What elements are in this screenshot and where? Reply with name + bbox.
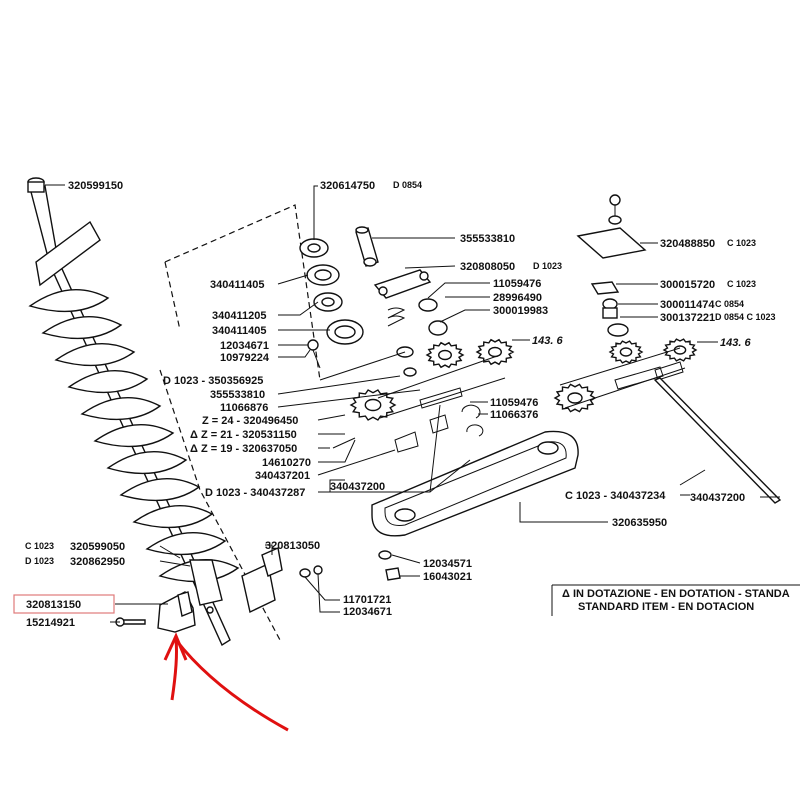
label-auger-top: 320599150: [68, 180, 123, 192]
label-350356925: D 1023 - 350356925: [163, 375, 263, 387]
lower-parts: [115, 547, 401, 633]
label-320599050: 320599050: [70, 541, 125, 553]
label-c1023-a: C 1023: [25, 541, 54, 551]
right-assembly: [553, 194, 782, 504]
legend-line-1: Δ IN DOTAZIONE - EN DOTATION - STANDA: [562, 588, 790, 600]
label-300015720: 300015720: [660, 279, 715, 291]
label-11059476-b: 11059476: [490, 397, 538, 409]
label-340411405-b: 340411405: [212, 325, 266, 337]
label-355533810-b: 355533810: [210, 389, 265, 401]
highlight-box: [13, 594, 115, 614]
label-11701721: 11701721: [343, 594, 391, 606]
label-355533810: 355533810: [460, 233, 515, 245]
grouping-lines: [159, 204, 321, 641]
label-320488850: 320488850: [660, 238, 715, 250]
label-340437200-right: 340437200: [690, 492, 745, 504]
label-11059476: 11059476: [493, 278, 541, 290]
label-340437287: D 1023 - 340437287: [205, 487, 305, 499]
label-320614750-code: D 0854: [393, 180, 422, 190]
label-300019983: 300019983: [493, 305, 548, 317]
label-320488850-code: C 1023: [727, 238, 756, 248]
label-300011474-code: C 0854: [715, 299, 744, 309]
label-340437200: 340437200: [330, 481, 385, 493]
label-15214921: 15214921: [26, 617, 75, 629]
label-320808050-code: D 1023: [533, 261, 562, 271]
legend-line-2: STANDARD ITEM - EN DOTACION: [578, 601, 754, 613]
label-300137221: 300137221: [660, 312, 715, 324]
label-300015720-code: C 1023: [727, 279, 756, 289]
callout-labels: 320599150 320614750 D 0854 355533810 320…: [13, 180, 776, 629]
label-z21: Δ Z = 21 - 320531150: [190, 429, 297, 441]
label-z24: Z = 24 - 320496450: [202, 415, 298, 427]
label-300137221-code: D 0854 C 1023: [715, 312, 776, 322]
label-d1023-a: D 1023: [25, 556, 54, 566]
label-320635950: 320635950: [612, 517, 667, 529]
chain-guard: [371, 430, 579, 537]
label-10979224: 10979224: [220, 352, 270, 364]
label-320813050: 320813050: [265, 540, 320, 552]
label-300011474: 300011474: [660, 299, 715, 311]
leader-lines: [45, 184, 780, 623]
label-143-6-right: 143. 6: [720, 337, 751, 349]
label-12034571: 12034571: [423, 558, 472, 570]
label-12034671-b: 12034671: [343, 606, 392, 618]
label-28996490: 28996490: [493, 292, 542, 304]
label-11066876: 11066876: [220, 402, 268, 414]
label-340411405-a: 340411405: [210, 279, 264, 291]
label-14610270: 14610270: [262, 457, 311, 469]
label-320813150: 320813150: [26, 599, 81, 611]
label-320808050: 320808050: [460, 261, 515, 273]
label-340411205: 340411205: [212, 310, 266, 322]
legend-box: Δ IN DOTAZIONE - EN DOTATION - STANDA ST…: [551, 584, 800, 616]
center-parts: [299, 226, 515, 453]
label-143-6-left: 143. 6: [532, 335, 563, 347]
auger-drawing: [27, 177, 240, 647]
label-16043021: 16043021: [423, 571, 472, 583]
label-12034671: 12034671: [220, 340, 269, 352]
red-arrow: [163, 632, 289, 732]
label-340437234: C 1023 - 340437234: [565, 490, 666, 502]
label-320862950: 320862950: [70, 556, 125, 568]
label-320614750: 320614750: [320, 180, 375, 192]
label-11066376: 11066376: [490, 409, 538, 421]
label-340437201: 340437201: [255, 470, 310, 482]
label-z19: Δ Z = 19 - 320637050: [190, 443, 297, 455]
